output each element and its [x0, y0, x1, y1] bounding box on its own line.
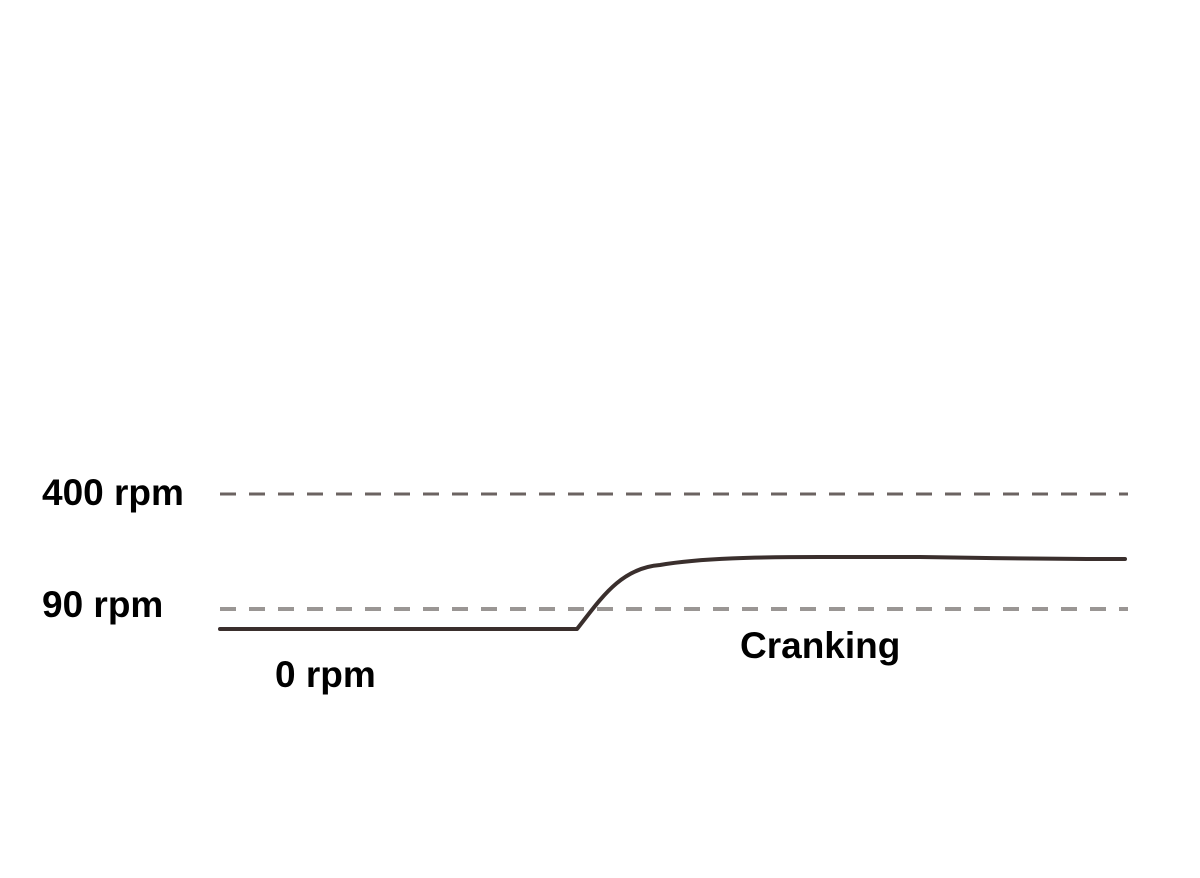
low-threshold-label: 90 rpm [42, 584, 163, 625]
high-threshold-label: 400 rpm [42, 472, 184, 513]
engine-speed-curve [218, 555, 1127, 631]
cranking-label: Cranking [740, 625, 900, 666]
baseline-label: 0 rpm [275, 654, 376, 695]
